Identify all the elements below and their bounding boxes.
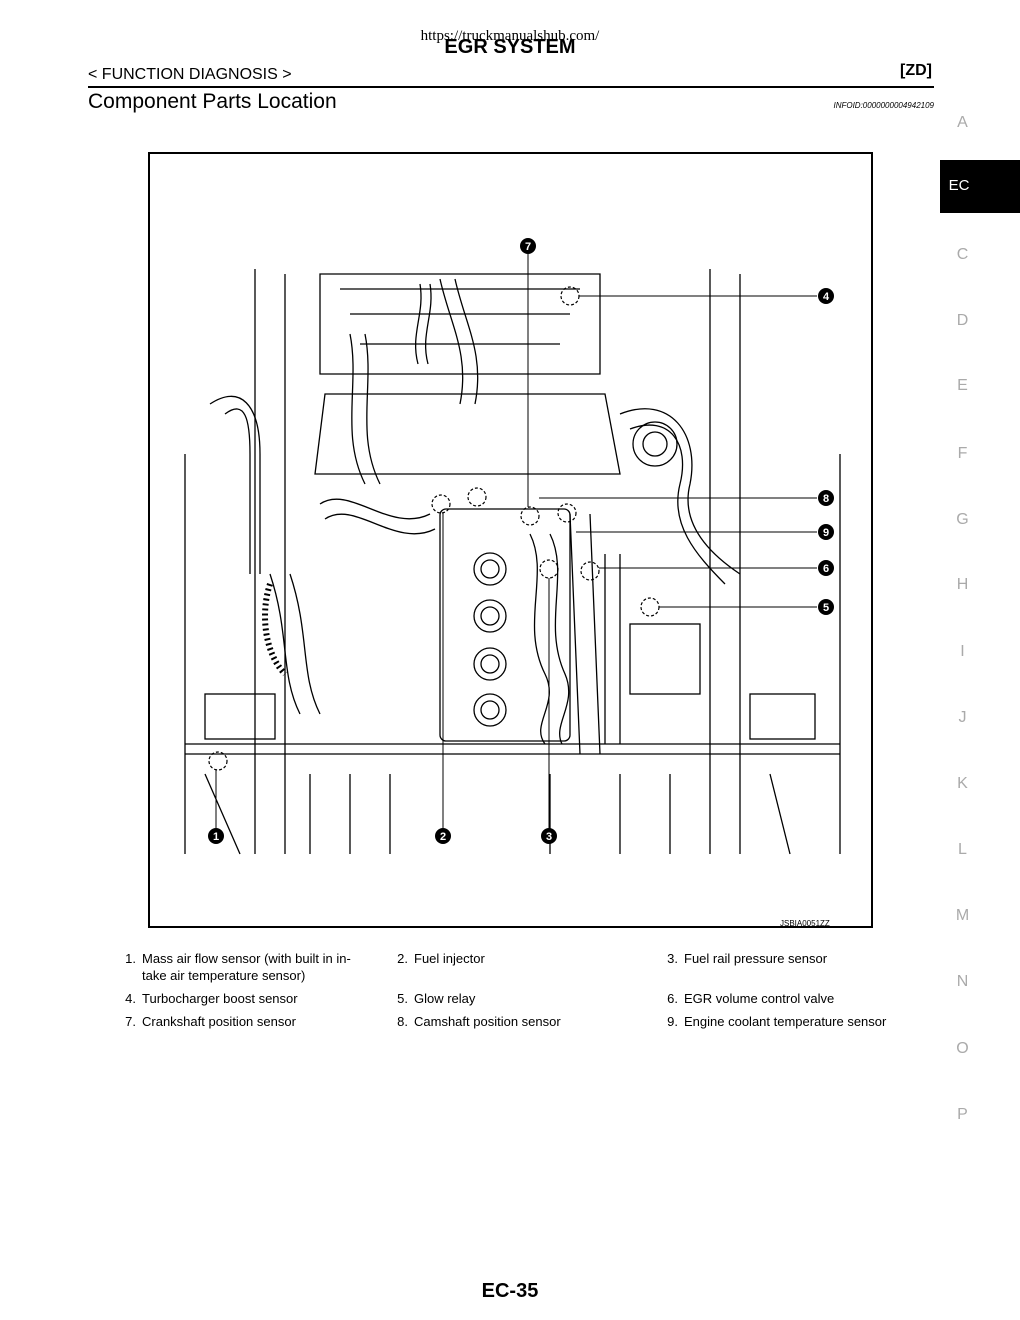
callout-6: 6 bbox=[823, 563, 829, 575]
callout-8: 8 bbox=[823, 493, 829, 505]
legend-text: Fuel injector bbox=[414, 951, 485, 966]
legend-number: 4. bbox=[125, 991, 136, 1006]
legend-text: Fuel rail pressure sensor bbox=[684, 951, 828, 966]
section-tag: < FUNCTION DIAGNOSIS > bbox=[88, 66, 292, 83]
side-index-letter-p[interactable]: P bbox=[957, 1106, 968, 1123]
side-index-letter-o[interactable]: O bbox=[956, 1040, 969, 1057]
legend-text: Crankshaft position sensor bbox=[142, 1014, 296, 1029]
info-id: INFOID:0000000004942109 bbox=[833, 101, 934, 110]
side-index-letter-a[interactable]: A bbox=[957, 114, 968, 131]
side-index-letter-e[interactable]: E bbox=[957, 377, 968, 394]
legend-number: 2. bbox=[397, 951, 408, 966]
callout-9: 9 bbox=[823, 527, 829, 539]
callout-7: 7 bbox=[525, 241, 531, 253]
side-index-letter-j[interactable]: J bbox=[958, 709, 967, 726]
side-index: EC A C D E F G H I J K L M N O P bbox=[940, 100, 1020, 1140]
legend-number: 1. bbox=[125, 951, 136, 966]
legend-text: EGR volume control valve bbox=[684, 991, 835, 1006]
legend-number: 8. bbox=[397, 1014, 408, 1029]
legend-text: Glow relay bbox=[414, 991, 476, 1006]
side-index-letter-f[interactable]: F bbox=[957, 445, 968, 462]
callout-5: 5 bbox=[823, 602, 829, 614]
side-index-letter-l[interactable]: L bbox=[958, 841, 967, 858]
page-heading: Component Parts Location bbox=[88, 90, 337, 113]
legend-text: Engine coolant temperature sensor bbox=[684, 1014, 887, 1029]
engine-illustration: 1 2 3 4 5 6 7 8 9 bbox=[184, 238, 841, 855]
document-title: EGR SYSTEM bbox=[444, 36, 576, 58]
source-url: https://truckmanualshub.com/ bbox=[420, 28, 600, 44]
legend-number: 9. bbox=[667, 1014, 678, 1029]
callout-4: 4 bbox=[823, 291, 830, 303]
side-index-letter-n[interactable]: N bbox=[956, 973, 969, 990]
side-index-active-label: EC bbox=[948, 177, 970, 194]
callout-1: 1 bbox=[213, 831, 219, 843]
side-index-letter-g[interactable]: G bbox=[956, 511, 969, 528]
legend-text: Mass air flow sensor (with built in in-t… bbox=[142, 951, 351, 983]
header-rule bbox=[88, 86, 934, 88]
legend-text: Camshaft position sensor bbox=[414, 1014, 561, 1029]
legend-number: 5. bbox=[397, 991, 408, 1006]
model-tag: [ZD] bbox=[900, 62, 932, 79]
side-index-letter-m[interactable]: M bbox=[955, 907, 970, 924]
side-index-letter-i[interactable]: I bbox=[960, 643, 965, 660]
side-index-letter-k[interactable]: K bbox=[957, 775, 968, 792]
page-number: EC-35 bbox=[481, 1280, 539, 1302]
callout-3: 3 bbox=[546, 831, 552, 843]
side-index-letter-d[interactable]: D bbox=[956, 312, 969, 329]
engine-figure: 1 2 3 4 5 6 7 8 9 bbox=[148, 152, 873, 928]
legend-number: 7. bbox=[125, 1014, 136, 1029]
legend-text: Turbocharger boost sensor bbox=[142, 991, 298, 1006]
side-index-letter-c[interactable]: C bbox=[956, 246, 969, 263]
side-index-active-tab[interactable]: EC bbox=[940, 160, 1020, 213]
callout-2: 2 bbox=[440, 831, 446, 843]
side-index-letter-h[interactable]: H bbox=[956, 576, 969, 593]
figure-code: JSBIA0051ZZ bbox=[780, 919, 830, 928]
legend-number: 6. bbox=[667, 991, 678, 1006]
legend-number: 3. bbox=[667, 951, 678, 966]
